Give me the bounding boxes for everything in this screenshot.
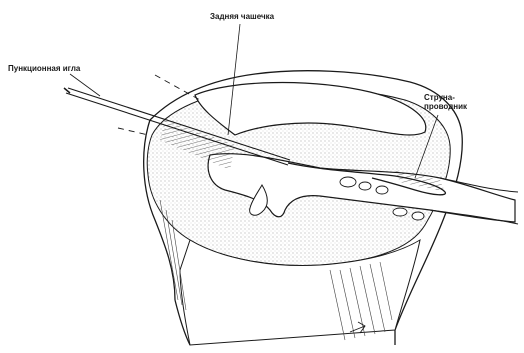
label-puncture-needle: Пункционная игла <box>8 64 80 73</box>
label-guidewire: Струна- проводник <box>424 93 467 111</box>
label-guidewire-line1: Струна- <box>424 93 467 102</box>
label-posterior-capsule: Задняя чашечка <box>210 12 274 21</box>
label-guidewire-line2: проводник <box>424 102 467 111</box>
